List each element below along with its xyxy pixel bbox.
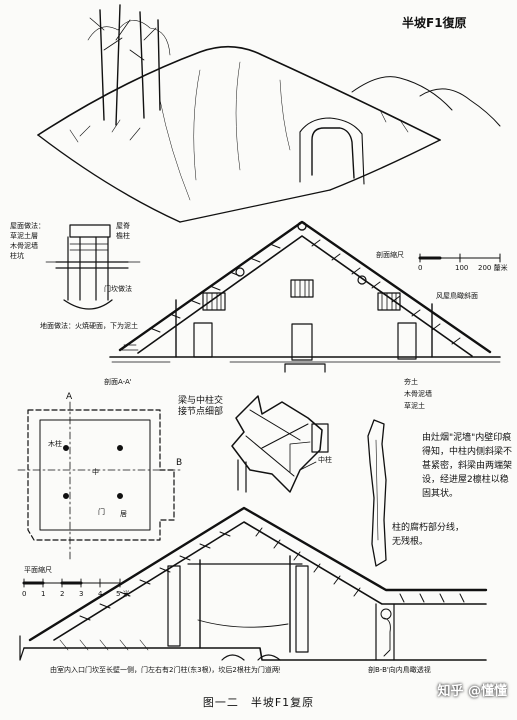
post-pit-label: 柱坑 (10, 252, 24, 260)
section-bb-drawing (19, 506, 488, 661)
section-aa-label: 剖面A-A' (104, 378, 132, 386)
section-scale-tick-2: 200 釐米 (478, 264, 508, 272)
ridge-label: 屋脊 (116, 222, 130, 230)
plan-scale-tick-0: 0 (22, 590, 27, 598)
wattle-wall-label: 木骨泥墙 (10, 242, 38, 250)
exterior-hut-drawing (37, 4, 501, 223)
figure-caption: 图一二 半坡F1复原 (202, 696, 315, 709)
plan-label-door: 门 (98, 508, 105, 516)
section-scale-tick-1: 100 (455, 264, 469, 272)
plan-scale-tick-5: 5 米 (116, 590, 130, 598)
section-scale-tick-0: 0 (418, 264, 423, 272)
joint-note: 梁与中柱交接节点细部 (178, 396, 224, 418)
plan-view-drawing (17, 401, 183, 588)
plan-scale-tick-2: 2 (60, 590, 65, 598)
roof-method-label: 屋面做法： (10, 222, 45, 230)
floor-method-caption: 地面做法：火焼硬面，下为泥土 (40, 322, 138, 330)
watermark: 知乎 @懂懂 (437, 684, 507, 699)
right-note-3: 木骨泥墙 (404, 390, 432, 398)
column-detail-drawing (367, 419, 387, 567)
right-note-4: 草泥土 (404, 402, 425, 410)
threshold-method-caption: 门坎做法 (104, 285, 132, 293)
plan-scale-label: 平面縮尺 (24, 566, 52, 574)
plan-mark-b: B (176, 458, 183, 468)
section-scale-label: 剖面縮尺 (376, 251, 404, 259)
right-note-1: 风屋鳥瞰斜面 (436, 292, 478, 300)
plan-scale-tick-1: 1 (41, 590, 46, 598)
plan-label-post: 木柱 (48, 440, 62, 448)
joint-middle-post-label: 中柱 (318, 456, 332, 464)
straw-mud-layer-label: 草泥土層 (10, 232, 38, 240)
right-note-2: 夯土 (404, 378, 418, 386)
wall-detail-drawing (45, 224, 141, 310)
figure-title: 半坡F1復原 (402, 16, 467, 30)
plan-label-middle: 中 (92, 468, 99, 476)
eave-post-label: 檐柱 (116, 232, 130, 240)
plan-scale-tick-4: 4 (98, 590, 103, 598)
section-aa-drawing (109, 220, 501, 373)
interior-note: 由灶烟"泥墙"内壁印痕得知，中柱内侧斜梁不甚紧密，斜梁由两端架设，经进屋2檩柱以… (422, 433, 513, 499)
plan-scale-tick-3: 3 (79, 590, 84, 598)
column-note: 柱的腐朽部分线，无残根。 (392, 523, 465, 547)
plan-label-dwelling: 居 (120, 510, 127, 518)
section-bb-label: 剖B-B'向内鳥瞰透视 (368, 666, 431, 674)
bottom-note: 由室内入口门坎至长壁一侧，门左右有2门柱(东3根)，坎后2根柱为门道两壁 (50, 666, 280, 674)
joint-detail-drawing (231, 395, 329, 493)
plan-mark-a: A (66, 392, 73, 402)
